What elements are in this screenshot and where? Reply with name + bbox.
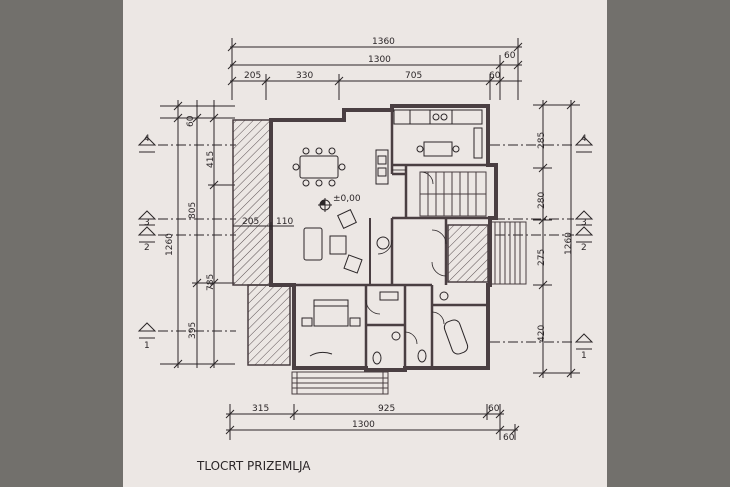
dim-right-285: 285: [537, 132, 547, 149]
terrace-west: [232, 119, 272, 286]
axis-markers-right: [490, 136, 594, 350]
sofa-set: [303, 209, 390, 274]
terrace-east: [447, 224, 489, 283]
dim-left-overall: 1260: [165, 233, 175, 256]
dim-left-top-offset: 60: [186, 115, 196, 127]
staircase: [419, 171, 487, 217]
dim-bottom-offset-b: 60: [503, 433, 515, 443]
dim-top-seg1: 205: [244, 71, 261, 81]
exterior-steps-east: [489, 221, 527, 285]
dim-right-280: 280: [537, 192, 547, 209]
interior-walls: [294, 106, 490, 368]
terrace-southwest: [247, 284, 291, 366]
dim-bottom-offset-a: 60: [488, 404, 500, 414]
axis-left-2: 2: [144, 243, 150, 253]
dim-top-offset-a: 60: [504, 51, 516, 61]
blurred-backdrop-right: [607, 0, 730, 487]
dim-inner-b: 110: [276, 217, 293, 227]
axis-right-1: 1: [581, 351, 587, 361]
dim-left-mid: 805: [188, 202, 198, 219]
dim-top-seg2: 330: [296, 71, 313, 81]
drawing-caption: TLOCRT PRIZEMLJA: [196, 459, 311, 473]
door-swings: [365, 169, 447, 345]
dim-bottom-seg2: 925: [378, 404, 395, 414]
kitchen-table: [416, 141, 460, 157]
dim-right-275: 275: [537, 249, 547, 266]
dim-right-overall: 1260: [564, 232, 574, 255]
dim-right-420: 420: [537, 325, 547, 342]
dim-top-overall: 1360: [372, 37, 395, 47]
dim-left-395: 395: [188, 322, 198, 339]
bathroom-fixtures: [372, 291, 469, 365]
dim-top-seg3: 705: [405, 71, 422, 81]
top-dimension-chains: [227, 38, 523, 100]
axis-left-3: 3: [144, 218, 150, 228]
bottom-dimension-chains: [225, 404, 520, 440]
dim-bottom-seg1: 315: [252, 404, 269, 414]
dim-top-main: 1300: [368, 55, 391, 65]
axis-right-2: 2: [581, 243, 587, 253]
level-mark-label: ±0,00: [333, 194, 361, 204]
axis-right-3: 3: [581, 218, 587, 228]
dim-bottom-overall: 1300: [352, 420, 375, 430]
dim-left-785: 785: [206, 274, 216, 291]
exterior-steps-south: [291, 371, 389, 395]
axis-right-4: 4: [581, 134, 587, 144]
axis-markers-left: [137, 136, 236, 339]
level-marker: [318, 198, 332, 212]
fireplace: [375, 149, 389, 185]
dim-top-offset-b: 60: [489, 71, 501, 81]
dining-table: [292, 147, 346, 187]
blurred-backdrop-left: [0, 0, 123, 487]
kitchen-counter: [393, 109, 483, 159]
bed: [301, 299, 361, 357]
inner-dimension: [233, 222, 294, 230]
right-dimension-chains: [533, 100, 580, 378]
dim-left-415: 415: [206, 151, 216, 168]
dim-inner-a: 205: [242, 217, 259, 227]
axis-left-4: 4: [144, 134, 150, 144]
axis-left-1: 1: [144, 341, 150, 351]
